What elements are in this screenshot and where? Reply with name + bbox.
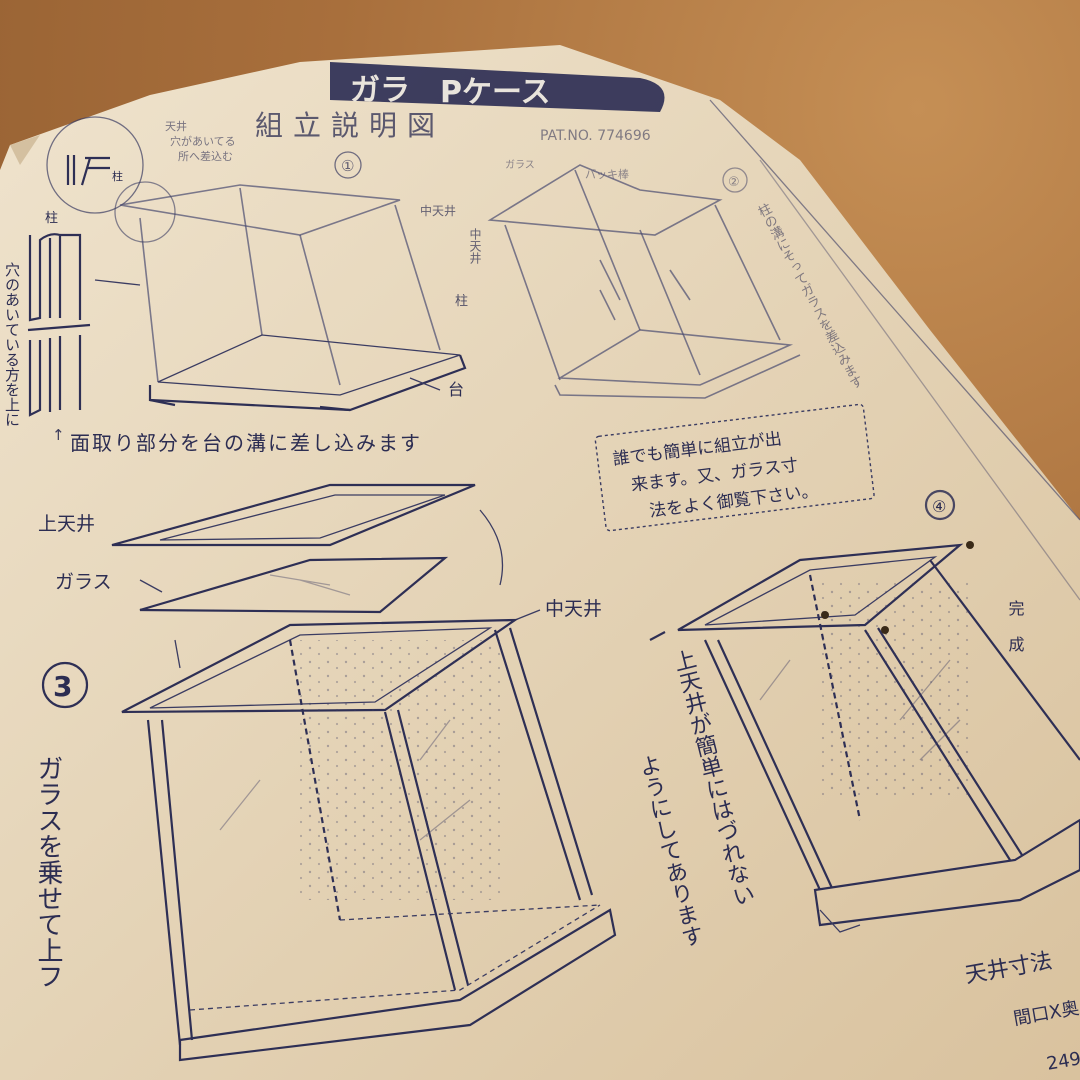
step4-number: ④ [932,497,946,516]
step1-instruction: 面取り部分を台の溝に差し込みます [70,431,422,455]
label-mid-ceiling-b: 中天井 [468,227,482,265]
step4-complete-label: 完成 [1006,600,1025,672]
step1-number: ① [341,157,354,175]
svg-text:↑: ↑ [52,426,65,444]
patent-number: PAT.NO. 774696 [540,128,651,144]
header-banner: ガラ Pケース [330,62,665,112]
banner-title: Pケース [440,75,551,110]
label-mid-ceiling: 中天井 [545,598,602,620]
label-top-ceiling: 上天井 [38,513,95,535]
step-1-diagram: 天井 穴があいてる 所へ差込む ① 柱 柱 穴のあいている方を上に 中天井 中天… [3,116,482,455]
step1-note-line1: 穴があいてる [170,134,236,148]
pillar-side-note: 穴のあいている方を上に [3,262,21,427]
detail-circle [46,116,144,214]
step1-note-label: 天井 [165,119,187,133]
banner-left-text: ガラ [350,73,410,108]
paper-sheet [0,45,1080,1080]
step-3-diagram: 上天井 ガラス 3 中天井 ガラスを乗せて上フ [33,483,617,1062]
label-glass: ガラス [55,571,112,593]
pillar-label: 柱 [45,211,58,226]
step2-label-glass: ガラス [505,159,535,171]
step2-number: ② [728,175,740,190]
label-base: 台 [448,380,464,399]
step3-number: 3 [53,670,72,703]
label-mid-ceiling-a: 中天井 [420,203,456,218]
step2-label-packing: パッキ棒 [585,167,629,181]
page-title: 組立説明図 [255,109,445,142]
step1-note-line2: 所へ差込む [178,149,233,163]
detail-circle-label: 柱 [112,169,123,183]
step3-instruction: ガラスを乗せて上フ [33,755,63,989]
label-pillar: 柱 [455,294,468,309]
